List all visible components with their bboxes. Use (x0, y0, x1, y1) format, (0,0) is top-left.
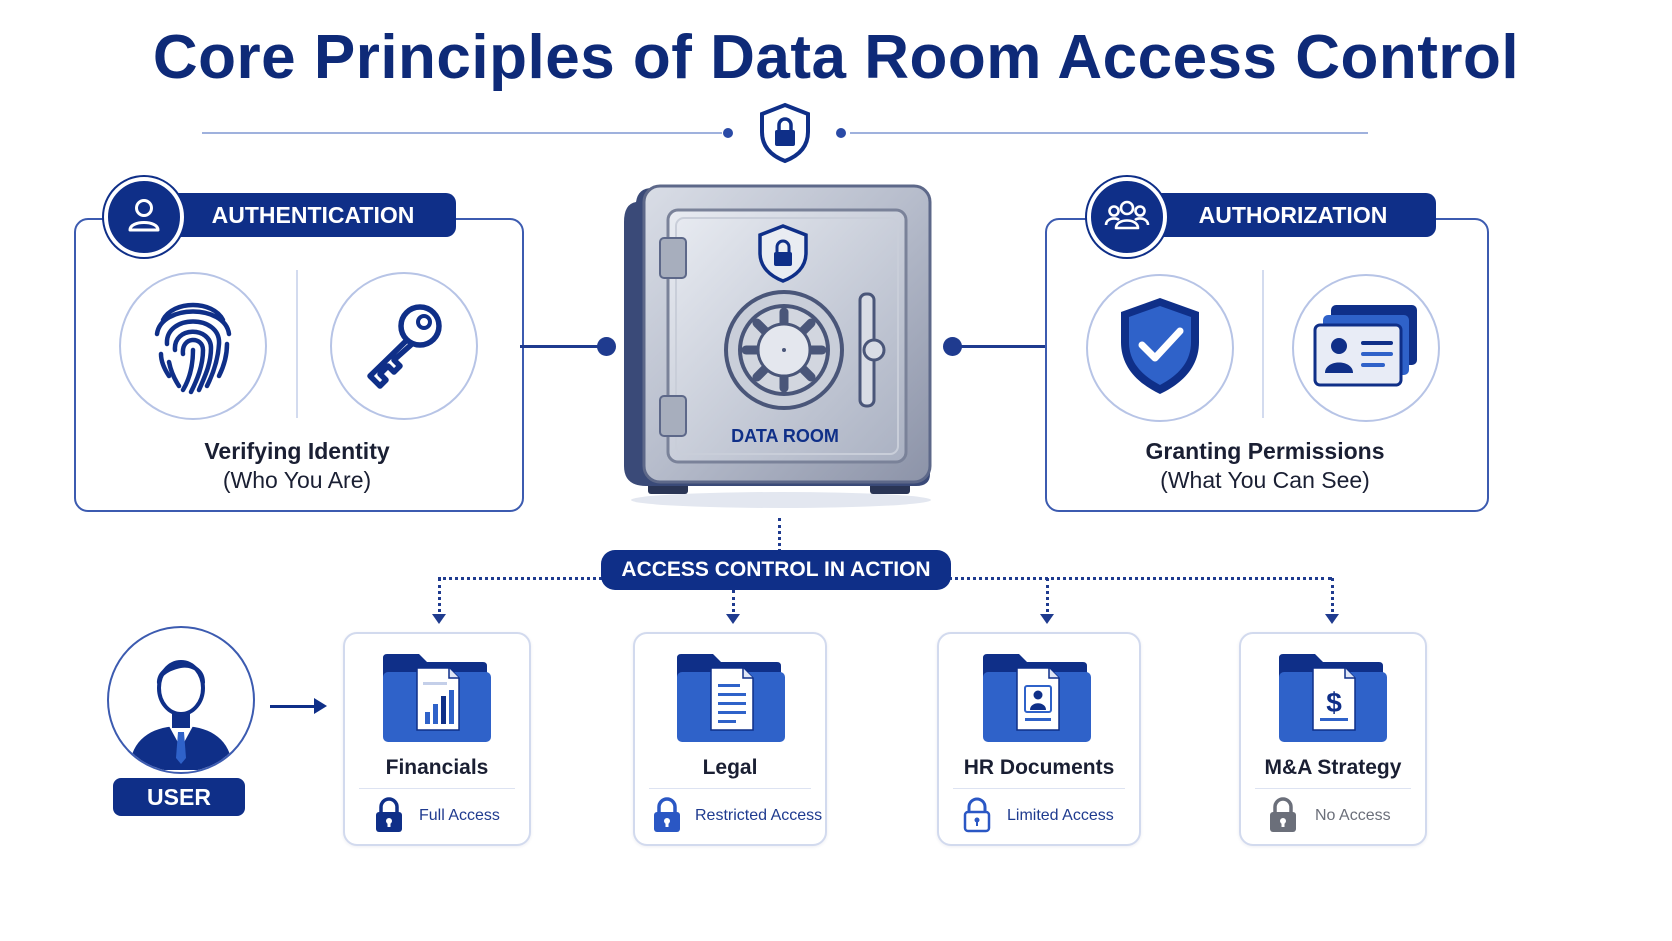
action-branch-right (948, 577, 1332, 580)
connector-authentication-dot (597, 337, 616, 356)
key-circle (330, 272, 478, 420)
folder-title-hr-documents: HR Documents (963, 756, 1115, 779)
connector-authentication-line (520, 345, 608, 348)
id-cards-icon (1311, 301, 1421, 396)
branch-arrow-legal (726, 614, 740, 624)
user-icon (124, 195, 164, 240)
authentication-separator (296, 270, 298, 418)
user-label: USER (113, 778, 245, 816)
authorization-label-text: AUTHORIZATION (1198, 201, 1388, 228)
id-cards-circle (1292, 274, 1440, 422)
authorization-caption: Granting Permissions (1145, 438, 1385, 464)
user-avatar (107, 626, 255, 774)
shield-check-icon (1115, 294, 1205, 403)
fingerprint-icon (147, 290, 239, 403)
id-document-icon (979, 650, 1095, 751)
branch-drop-hr (1046, 578, 1049, 618)
folder-divider-financials (359, 788, 515, 789)
branch-arrow-financials (432, 614, 446, 624)
fingerprint-circle (119, 272, 267, 420)
safe-icon (616, 184, 940, 516)
connector-authorization-dot (943, 337, 962, 356)
authentication-badge (104, 177, 184, 257)
shield-check-circle (1086, 274, 1234, 422)
authentication-label: AUTHENTICATION (140, 193, 456, 237)
text-document-icon (673, 650, 789, 751)
authorization-badge (1087, 177, 1167, 257)
authorization-separator (1262, 270, 1264, 418)
user-arrow (270, 705, 320, 708)
branch-drop-ma (1331, 578, 1334, 618)
authentication-caption: Verifying Identity (204, 438, 390, 464)
safe-to-action-connector (778, 518, 781, 552)
divider-dot-left (723, 128, 733, 138)
folder-title-legal: Legal (702, 756, 758, 779)
authentication-label-text: AUTHENTICATION (211, 201, 415, 228)
page-title: Core Principles of Data Room Access Cont… (152, 23, 1520, 92)
dollar-document-icon: $ (1275, 650, 1391, 751)
folder-divider-hr-documents (953, 788, 1125, 789)
lock-icon (651, 796, 683, 839)
folder-access-hr-documents: Limited Access (1007, 807, 1114, 824)
user-label-text: USER (147, 783, 211, 810)
folder-title-financials: Financials (385, 756, 489, 779)
folder-access-legal: Restricted Access (695, 807, 823, 824)
branch-arrow-hr (1040, 614, 1054, 624)
access-control-label: ACCESS CONTROL IN ACTION (601, 550, 951, 590)
lock-outline-icon (961, 796, 993, 839)
folder-access-ma-strategy: No Access (1315, 807, 1391, 824)
chart-document-icon (379, 650, 495, 751)
access-control-label-text: ACCESS CONTROL IN ACTION (621, 558, 931, 581)
authorization-subcaption: (What You Can See) (1160, 467, 1370, 493)
folder-divider-ma-strategy (1255, 788, 1411, 789)
lock-gray-icon (1267, 796, 1299, 839)
data-room-safe (616, 182, 940, 512)
svg-text:$: $ (1326, 687, 1342, 718)
branch-drop-financials (438, 578, 441, 618)
folder-card-ma-strategy[interactable]: $ M&A Strategy No Access (1239, 632, 1427, 846)
folder-card-financials[interactable]: Financials Full Access (343, 632, 531, 846)
authentication-subcaption: (Who You Are) (222, 467, 372, 493)
folder-access-financials: Full Access (419, 807, 500, 824)
title-divider-left (202, 132, 722, 134)
folder-card-legal[interactable]: Legal Restricted Access (633, 632, 827, 846)
user-arrow-head (314, 698, 327, 714)
divider-dot-right (836, 128, 846, 138)
users-group-icon (1104, 195, 1150, 240)
folder-card-hr-documents[interactable]: HR Documents Limited Access (937, 632, 1141, 846)
branch-drop-legal (732, 590, 735, 618)
key-icon (356, 296, 452, 397)
lock-icon (373, 796, 405, 839)
action-branch-left (438, 577, 608, 580)
branch-arrow-ma (1325, 614, 1339, 624)
person-icon (109, 628, 253, 772)
folder-title-ma-strategy: M&A Strategy (1264, 756, 1402, 779)
shield-lock-icon (758, 102, 812, 164)
data-room-label: DATA ROOM (731, 426, 839, 446)
title-divider-right (850, 132, 1368, 134)
connector-authorization-line (955, 345, 1047, 348)
folder-divider-legal (649, 788, 811, 789)
authorization-label: AUTHORIZATION (1120, 193, 1436, 237)
